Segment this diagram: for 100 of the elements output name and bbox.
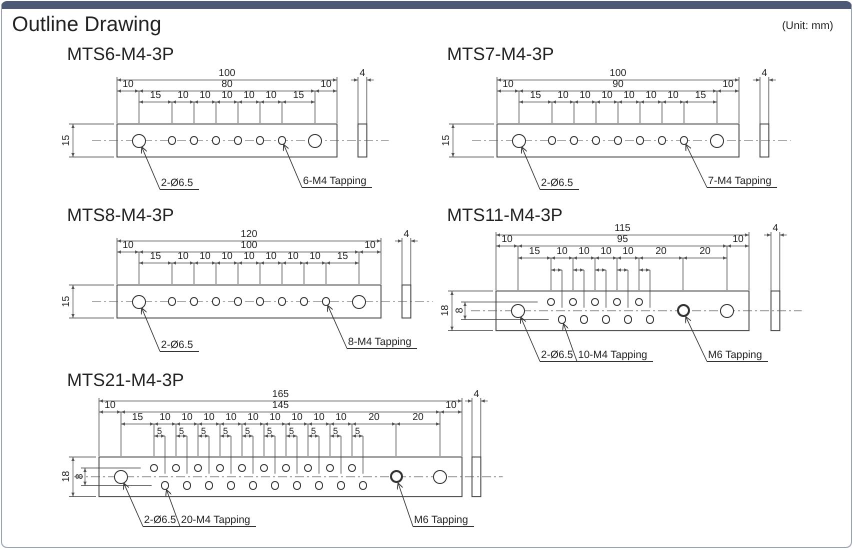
dimension-value: 10	[199, 91, 211, 101]
dimension-value: 10	[269, 413, 281, 423]
dimension-value: 10	[623, 91, 635, 101]
dimension-value: 10	[557, 91, 569, 101]
dimension-value: 100	[610, 69, 626, 79]
leader-line	[685, 316, 708, 362]
leader-line	[282, 144, 302, 188]
callout-label: 20-M4 Tapping	[180, 515, 256, 527]
dimension-value: 4	[360, 69, 366, 79]
dimension-value: 10	[181, 413, 193, 423]
dimension-value: 10	[501, 235, 513, 245]
dimension-value: 10	[199, 252, 211, 262]
dimension-value: 15	[694, 91, 706, 101]
dimension-value: 20	[655, 247, 667, 257]
dimension-value: 10	[291, 413, 303, 423]
callout-label: 10-M4 Tapping	[577, 350, 654, 362]
dimension-value: 10	[243, 91, 255, 101]
dimension-value: 5	[355, 426, 360, 436]
callout-label: 7-M4 Tapping	[707, 176, 778, 188]
dimension-value: 100	[240, 241, 258, 251]
dimension-value: 10	[556, 247, 568, 257]
dimension-value: 10	[122, 80, 134, 90]
dimension-value: 15	[530, 91, 542, 101]
dimension-value: 145	[272, 401, 289, 411]
dimension-value: 10	[221, 91, 233, 101]
dimension-value: 10	[601, 91, 613, 101]
dimension-value: 15	[442, 134, 451, 146]
leader-line	[685, 144, 708, 188]
dimension-value: 10	[578, 247, 590, 257]
dimension-value: 5	[333, 426, 338, 436]
dimension-value: 4	[474, 390, 480, 400]
dimension-value: 10	[600, 247, 612, 257]
dimension-value: 10	[335, 413, 347, 423]
callout-label: 2-Ø6.5	[160, 178, 200, 190]
leader-line	[327, 304, 348, 349]
callout-label: 2-Ø6.5	[143, 515, 182, 527]
part-number: MTS11-M4-3P	[447, 205, 563, 225]
part-number: MTS6-M4-3P	[67, 44, 174, 64]
leader-line	[140, 308, 160, 352]
dimension-value: 5	[157, 426, 162, 436]
dimension-value: 4	[762, 69, 768, 79]
dimension-value: 5	[311, 426, 316, 436]
dimension-value: 18	[440, 305, 450, 316]
dimension-value: 95	[616, 235, 628, 245]
dimension-value: 5	[267, 426, 272, 436]
leader-line	[165, 489, 180, 527]
dimension-value: 15	[292, 91, 304, 101]
dimension-value: 10	[287, 252, 299, 262]
dimension-value: 8	[454, 308, 464, 314]
dimension-value: 5	[223, 426, 228, 436]
dimension-value: 20	[699, 247, 711, 257]
dimension-value: 10	[309, 252, 321, 262]
dimension-value: 15	[132, 413, 144, 423]
dimension-value: 90	[612, 80, 624, 90]
dimension-value: 10	[104, 401, 116, 411]
dimension-value: 10	[722, 80, 734, 90]
dimension-value: 10	[177, 91, 189, 101]
dimension-value: 165	[272, 390, 289, 400]
callout-label: 2-Ø6.5	[540, 350, 580, 362]
dimension-value: 15	[150, 91, 162, 101]
dimension-value: 18	[62, 471, 71, 482]
dimension-value: 10	[265, 252, 277, 262]
leader-line	[396, 482, 414, 527]
leader-line	[123, 482, 144, 527]
part-number: MTS21-M4-3P	[67, 370, 184, 390]
callout-label: 6-M4 Tapping	[302, 176, 372, 188]
dimension-value: 10	[320, 80, 332, 90]
dimension-value: 10	[265, 91, 277, 101]
dimension-value: 10	[203, 413, 215, 423]
leader-line	[520, 316, 540, 362]
dimension-value: 10	[732, 235, 744, 245]
unit-note: (Unit: mm)	[782, 20, 834, 33]
dimension-value: 10	[579, 91, 591, 101]
part-number: MTS8-M4-3P	[67, 205, 174, 225]
dimension-value: 10	[177, 252, 189, 262]
dimension-value: 5	[201, 426, 206, 436]
dimension-value: 10	[502, 80, 514, 90]
callout-label: 2-Ø6.5	[160, 340, 200, 352]
dimension-value: 5	[245, 426, 250, 436]
dimension-value: 15	[336, 252, 348, 262]
dimension-value: 20	[368, 413, 380, 423]
dimension-value: 20	[412, 413, 424, 423]
dimension-value: 4	[404, 230, 410, 240]
callout-label: M6 Tapping	[707, 350, 768, 362]
dimension-value: 15	[62, 296, 71, 308]
dimension-value: 15	[150, 252, 162, 262]
dimension-value: 100	[218, 69, 236, 79]
leader-line	[140, 146, 160, 190]
dimension-value: 4	[772, 224, 778, 234]
leader-line	[520, 146, 540, 190]
part-number: MTS7-M4-3P	[447, 44, 554, 64]
dimension-value: 10	[247, 413, 259, 423]
dimension-value: 120	[240, 230, 258, 240]
dimension-value: 8	[74, 474, 84, 480]
dimension-value: 10	[243, 252, 255, 262]
callout-label: 8-M4 Tapping	[347, 337, 418, 349]
dimension-value: 10	[159, 413, 171, 423]
dimension-value: 10	[667, 91, 679, 101]
dimension-value: 115	[614, 224, 630, 234]
dimension-value: 10	[313, 413, 325, 423]
